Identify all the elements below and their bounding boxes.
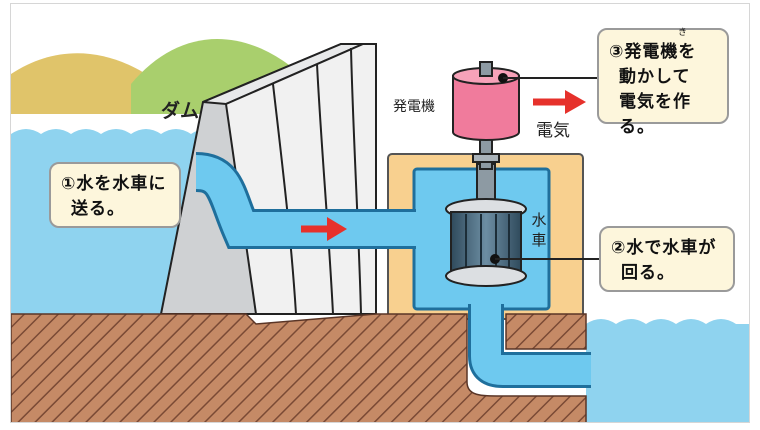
step3-callout: き ③発電機を 動かして 電気を作る。 xyxy=(597,28,729,137)
step1-callout: ①水を水車に 送る。 xyxy=(49,162,181,228)
step3-line2: 動かして xyxy=(619,67,691,87)
step2-line1: ②水で水車が xyxy=(611,238,717,258)
dam-rib-1 xyxy=(272,83,297,315)
ground xyxy=(11,313,587,422)
generator-body xyxy=(452,75,520,141)
wheel-blades xyxy=(450,211,522,273)
step3-line3: 電気を作る。 xyxy=(619,92,691,137)
wheel-bottom-plate xyxy=(445,265,527,287)
step1-line2: 送る。 xyxy=(71,199,125,219)
electricity-label: 電気 xyxy=(536,121,570,141)
step3-ruby: き xyxy=(678,28,689,38)
ground-right xyxy=(505,313,587,350)
downstream-water xyxy=(586,319,749,422)
dam-label: ダム xyxy=(161,100,200,122)
generator-label: 発電機 xyxy=(393,99,435,115)
waterwheel-label: 水車 xyxy=(531,211,547,249)
penstock-pipe-fill xyxy=(194,155,416,246)
diagram-frame: ダム 発電機 電気 水車 ①水を水車に 送る。 ②水で水車が 回る。 き ③発電… xyxy=(10,3,750,423)
step2-callout: ②水で水車が 回る。 xyxy=(599,226,735,292)
step3-line1: ③発電機を xyxy=(609,42,697,62)
hydropower-scene xyxy=(11,39,749,422)
dam-rib-3 xyxy=(350,47,362,315)
outlet-pipe-fill xyxy=(471,304,591,385)
step2-line2: 回る。 xyxy=(621,263,675,283)
dam-rib-2 xyxy=(316,63,334,315)
step1-line1: ①水を水車に xyxy=(61,174,167,194)
